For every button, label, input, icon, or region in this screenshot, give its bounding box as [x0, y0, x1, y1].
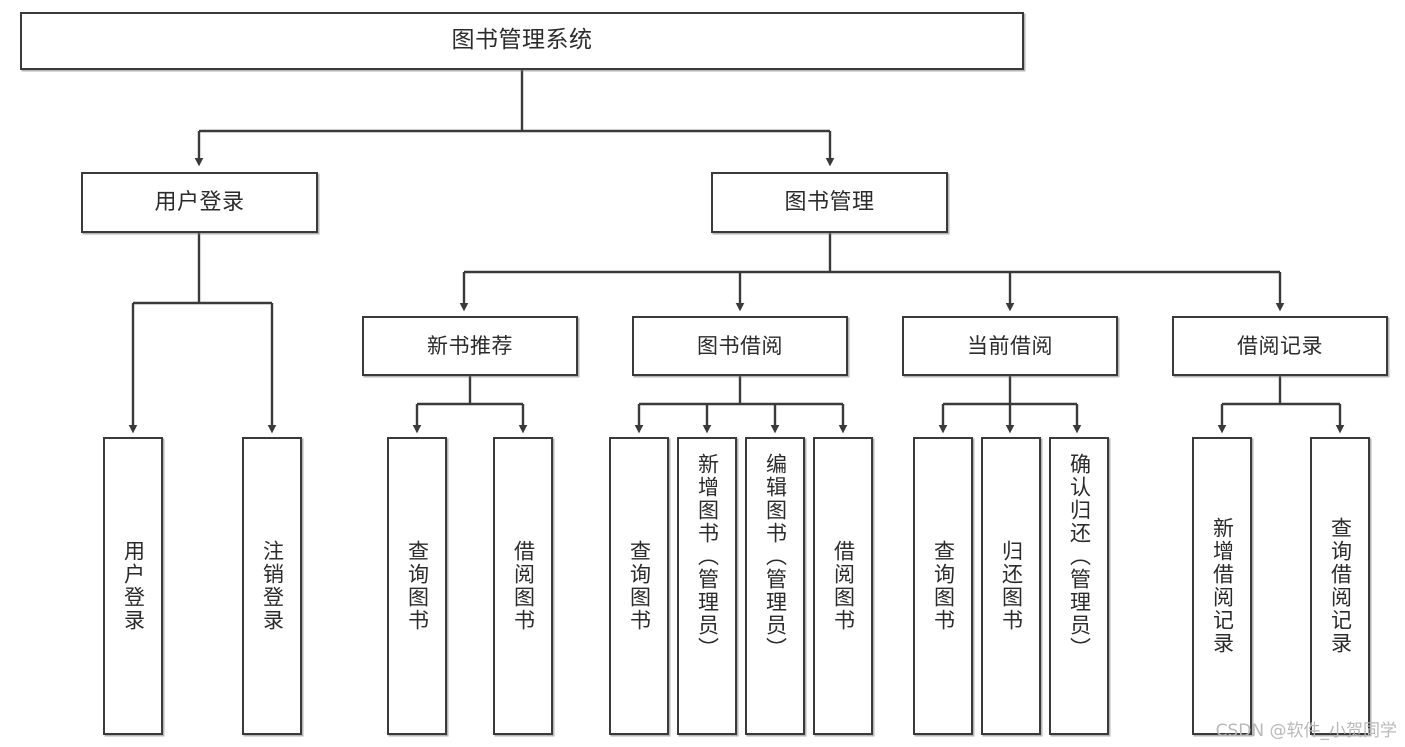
node-label: 借阅记录 — [1237, 333, 1323, 358]
node-label: 图书借阅 — [697, 333, 783, 358]
node-root-system[interactable]: 图书管理系统 — [20, 12, 1024, 70]
watermark-text: CSDN @软件_小贺同学 — [1215, 721, 1397, 741]
node-label: 查询图书 — [405, 540, 430, 632]
node-label: 查询图书 — [931, 540, 956, 632]
node-leaf-query-book-borrow[interactable]: 查询图书 — [609, 437, 669, 735]
node-book-borrow[interactable]: 图书借阅 — [632, 316, 848, 376]
node-label: 新增图书（管理员） — [695, 453, 720, 660]
node-label: 注销登录 — [260, 540, 285, 632]
node-book-management[interactable]: 图书管理 — [711, 172, 948, 233]
node-leaf-borrow-book-recommend[interactable]: 借阅图书 — [493, 437, 553, 735]
node-user-login[interactable]: 用户登录 — [81, 172, 318, 233]
node-leaf-borrow-book[interactable]: 借阅图书 — [813, 437, 873, 735]
node-current-borrow[interactable]: 当前借阅 — [902, 316, 1118, 376]
node-label: 确认归还（管理员） — [1067, 453, 1092, 660]
node-leaf-query-book-current[interactable]: 查询图书 — [913, 437, 973, 735]
node-leaf-add-borrow-record[interactable]: 新增借阅记录 — [1192, 437, 1252, 735]
node-borrow-record[interactable]: 借阅记录 — [1172, 316, 1388, 376]
node-leaf-confirm-return-admin[interactable]: 确认归还（管理员） — [1049, 437, 1109, 735]
node-leaf-edit-book-admin[interactable]: 编辑图书（管理员） — [745, 437, 805, 735]
node-leaf-logout[interactable]: 注销登录 — [242, 437, 302, 735]
node-leaf-user-login[interactable]: 用户登录 — [103, 437, 163, 735]
node-leaf-return-book[interactable]: 归还图书 — [981, 437, 1041, 735]
node-leaf-query-book-recommend[interactable]: 查询图书 — [387, 437, 447, 735]
node-label: 图书管理系统 — [451, 27, 593, 54]
node-label: 图书管理 — [784, 189, 875, 215]
node-label: 借阅图书 — [831, 540, 856, 632]
node-label: 新书推荐 — [427, 333, 513, 358]
node-label: 查询借阅记录 — [1328, 517, 1353, 655]
node-label: 新增借阅记录 — [1210, 517, 1235, 655]
node-leaf-query-borrow-record[interactable]: 查询借阅记录 — [1310, 437, 1370, 735]
node-new-book-recommend[interactable]: 新书推荐 — [362, 316, 578, 376]
node-label: 借阅图书 — [511, 540, 536, 632]
node-label: 用户登录 — [154, 189, 245, 215]
node-label: 编辑图书（管理员） — [763, 453, 788, 660]
node-leaf-add-book-admin[interactable]: 新增图书（管理员） — [677, 437, 737, 735]
node-label: 当前借阅 — [967, 333, 1053, 358]
node-label: 归还图书 — [999, 540, 1024, 632]
node-label: 查询图书 — [627, 540, 652, 632]
node-label: 用户登录 — [121, 540, 146, 632]
